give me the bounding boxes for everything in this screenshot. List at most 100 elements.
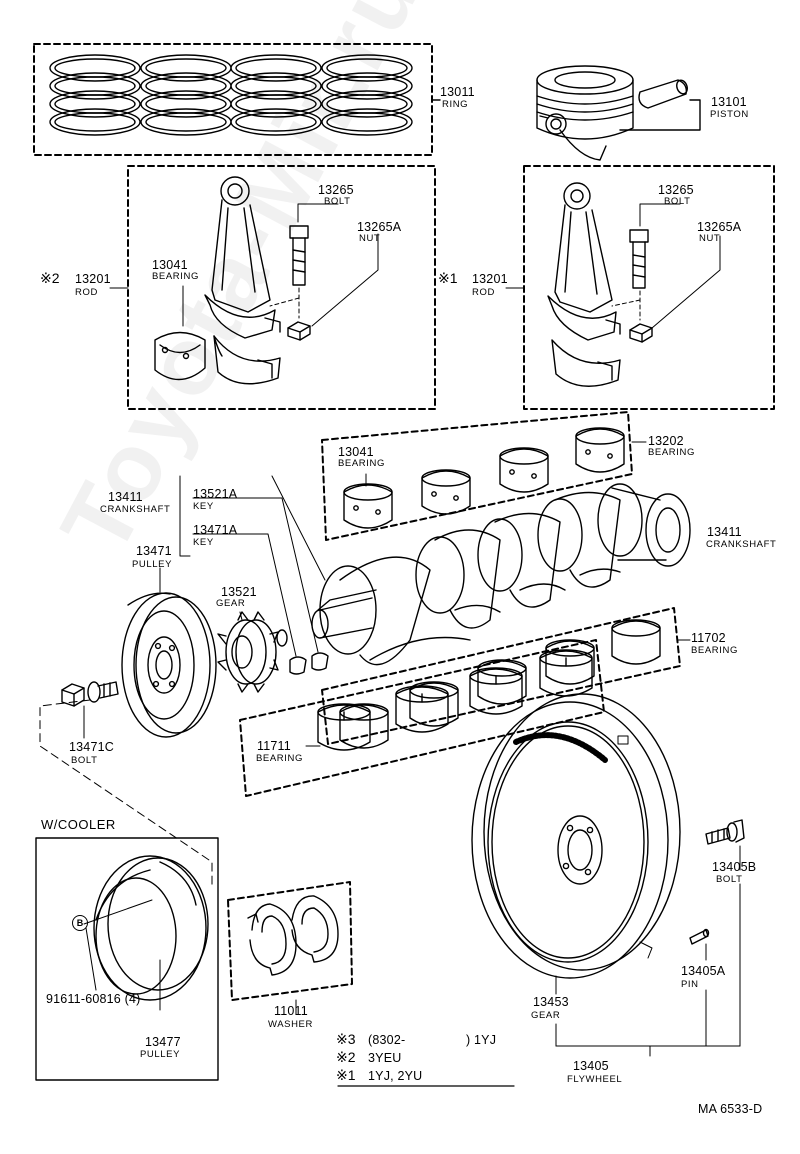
piston-pin-drawing bbox=[638, 79, 688, 109]
key-upper-part-no: 13521A bbox=[193, 487, 238, 501]
thrust-washer-1 bbox=[247, 903, 297, 976]
piston-ring-set-2 bbox=[140, 54, 232, 136]
flywheel-bolt-name: BOLT bbox=[716, 874, 743, 885]
main-bearing-upper-part-no: 11711 bbox=[257, 739, 291, 753]
main-bearing-lower-5 bbox=[611, 619, 661, 665]
ring-part-no: 13011 bbox=[440, 85, 475, 99]
spacer-drawing bbox=[276, 629, 288, 647]
crankshaft-right-name: CRANKSHAFT bbox=[706, 539, 777, 550]
flywheel-name: FLYWHEEL bbox=[567, 1074, 623, 1085]
rod-right-bolt-no: 13265 bbox=[658, 183, 694, 197]
rod-bearing-shell-3 bbox=[499, 447, 549, 493]
rod-left-part-no: 13201 bbox=[75, 272, 111, 286]
legend-text-1: 1YJ, 2YU bbox=[368, 1069, 423, 1083]
main-bearing-lower-4 bbox=[545, 639, 595, 685]
cooler-badge: B bbox=[72, 915, 88, 931]
rod-bearing-shell-1 bbox=[343, 483, 393, 529]
cooler-title: W/COOLER bbox=[41, 817, 116, 832]
rod-nut-right bbox=[629, 323, 653, 343]
cooler-pulley-drawing bbox=[93, 855, 209, 1001]
rod-right-mark: ※1 bbox=[438, 270, 458, 286]
cooler-bolt-part-no: 91611-60816 (4) bbox=[46, 992, 141, 1006]
gear-part-no: 13521 bbox=[221, 585, 257, 599]
piston-drawing bbox=[536, 65, 634, 161]
crankshaft-drawing bbox=[311, 483, 691, 666]
rod-bearing-shell-2 bbox=[421, 469, 471, 515]
rod-bearing-left bbox=[154, 331, 206, 381]
main-bearing-upper-box bbox=[239, 639, 605, 797]
legend-mark-3: ※3 bbox=[336, 1031, 356, 1047]
rod-right-nut-name: NUT bbox=[699, 233, 721, 244]
piston-name: PISTON bbox=[710, 109, 749, 120]
rod-left-nut-no: 13265A bbox=[357, 220, 402, 234]
crankshaft-left-part-no: 13411 bbox=[108, 490, 143, 504]
flywheel-bolt-drawing bbox=[705, 819, 745, 845]
connecting-rod-right bbox=[547, 182, 621, 387]
thrust-washer-2 bbox=[291, 895, 339, 963]
flywheel-bolt-part-no: 13405B bbox=[712, 860, 757, 874]
rod-right-nut-no: 13265A bbox=[697, 220, 742, 234]
main-bearing-lower-box bbox=[321, 607, 681, 745]
rod-right-bolt-name: BOLT bbox=[664, 196, 691, 207]
pulley-name: PULLEY bbox=[132, 559, 173, 570]
main-bearing-lower-3 bbox=[477, 659, 527, 705]
ring-gear-teeth bbox=[513, 732, 653, 959]
rod-left-name: ROD bbox=[75, 287, 98, 298]
ring-gear-part-no: 13453 bbox=[533, 995, 569, 1009]
timing-gear-drawing bbox=[217, 611, 279, 693]
rod-bearing-shell-4 bbox=[575, 427, 625, 473]
crankshaft-left-name: CRANKSHAFT bbox=[100, 504, 171, 515]
rod-left-mark: ※2 bbox=[40, 270, 60, 286]
washer-box bbox=[227, 881, 353, 1001]
piston-ring-set-4 bbox=[321, 54, 413, 136]
cooler-pulley-part-no: 13477 bbox=[145, 1035, 181, 1049]
pulley-part-no: 13471 bbox=[136, 544, 172, 558]
key-lower-part-no: 13471A bbox=[193, 523, 238, 537]
rod-left-box bbox=[127, 165, 436, 410]
rod-bearing-group-bearing-name: BEARING bbox=[338, 458, 385, 469]
washer-part-no: 11011 bbox=[274, 1004, 308, 1018]
main-bearing-upper-1 bbox=[317, 703, 371, 751]
main-bearing-upper-name: BEARING bbox=[256, 753, 303, 764]
flywheel-part-no: 13405 bbox=[573, 1059, 609, 1073]
rod-bearing-group-part-no: 13202 bbox=[648, 434, 684, 448]
legend-mark-2: ※2 bbox=[336, 1049, 356, 1065]
rod-left-bolt-no: 13265 bbox=[318, 183, 354, 197]
piston-ring-set-1 bbox=[49, 54, 141, 136]
rod-left-bearing-no: 13041 bbox=[152, 258, 188, 272]
piston-part-no: 13101 bbox=[711, 95, 747, 109]
key-lower-drawing bbox=[289, 656, 307, 675]
ring-gear-name: GEAR bbox=[531, 1010, 561, 1021]
ring-name: RING bbox=[442, 99, 469, 110]
main-bearing-lower-2 bbox=[409, 681, 459, 727]
legend-text-3: (8302- bbox=[368, 1033, 406, 1047]
connecting-rod-left bbox=[204, 176, 281, 385]
main-bearing-lower-part-no: 11702 bbox=[691, 631, 726, 645]
diagram-code: MA 6533-D bbox=[698, 1102, 763, 1116]
pin-part-no: 13405A bbox=[681, 964, 726, 978]
rod-right-name: ROD bbox=[472, 287, 495, 298]
main-bearing-upper-2 bbox=[395, 685, 449, 733]
rod-bolt-right bbox=[629, 229, 649, 289]
crankshaft-right-part-no: 13411 bbox=[707, 525, 742, 539]
rod-bearing-group-name: BEARING bbox=[648, 447, 695, 458]
rod-bearing-group-bearing-no: 13041 bbox=[338, 445, 374, 459]
main-bearing-upper-4 bbox=[539, 649, 593, 697]
pin-name: PIN bbox=[681, 979, 699, 990]
cooler-box bbox=[35, 837, 219, 1081]
rod-right-part-no: 13201 bbox=[472, 272, 508, 286]
legend-mark-1: ※1 bbox=[336, 1067, 356, 1083]
rod-left-bolt-name: BOLT bbox=[324, 196, 351, 207]
main-bearing-lower-1 bbox=[339, 703, 389, 749]
legend-tail-3: ) 1YJ bbox=[466, 1033, 497, 1047]
pulley-bolt-drawing bbox=[61, 681, 119, 707]
main-bearing-upper-3 bbox=[469, 667, 523, 715]
piston-rings-box bbox=[33, 43, 433, 156]
piston-ring-set-3 bbox=[230, 54, 322, 136]
pulley-bolt-name: BOLT bbox=[71, 755, 98, 766]
cooler-pulley-name: PULLEY bbox=[140, 1049, 181, 1060]
washer-name: WASHER bbox=[268, 1019, 313, 1030]
rod-bearing-group-box bbox=[321, 411, 633, 541]
rod-bolt-left bbox=[289, 225, 309, 286]
flywheel-drawing bbox=[471, 693, 681, 979]
